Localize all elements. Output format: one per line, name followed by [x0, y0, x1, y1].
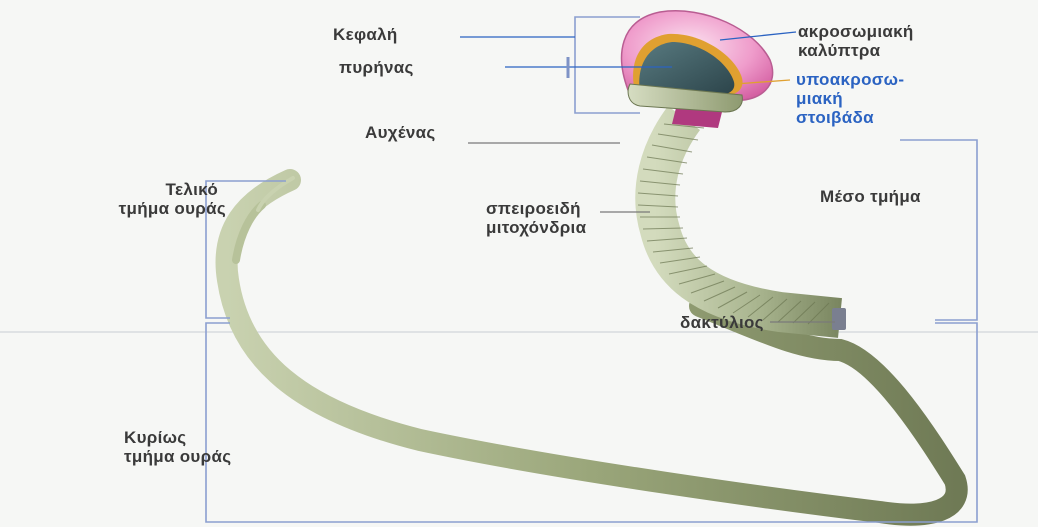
- label-principal-piece: Κυρίως τμήμα ουράς: [124, 428, 231, 466]
- tail-principal-piece: [227, 180, 957, 515]
- label-mitochondria: σπειροειδή μιτοχόνδρια: [486, 199, 586, 237]
- label-end-piece: Τελικό τμήμα ουράς: [14, 180, 226, 218]
- label-acrosome: ακροσωμιακή καλύπτρα: [798, 22, 914, 60]
- label-middle-piece: Μέσο τμήμα: [820, 187, 921, 206]
- label-head: Κεφαλή: [333, 25, 398, 44]
- bracket-middle-piece: [900, 140, 977, 320]
- sperm-head: [622, 11, 773, 112]
- label-annulus: δακτύλιος: [680, 313, 764, 332]
- label-neck: Αυχένας: [365, 123, 435, 142]
- annulus-ring: [832, 308, 846, 330]
- middle-piece: [655, 118, 840, 318]
- label-subacrosomal-layer: υποακροσω- μιακή στοιβάδα: [796, 70, 904, 127]
- label-nucleus: πυρήνας: [339, 58, 414, 77]
